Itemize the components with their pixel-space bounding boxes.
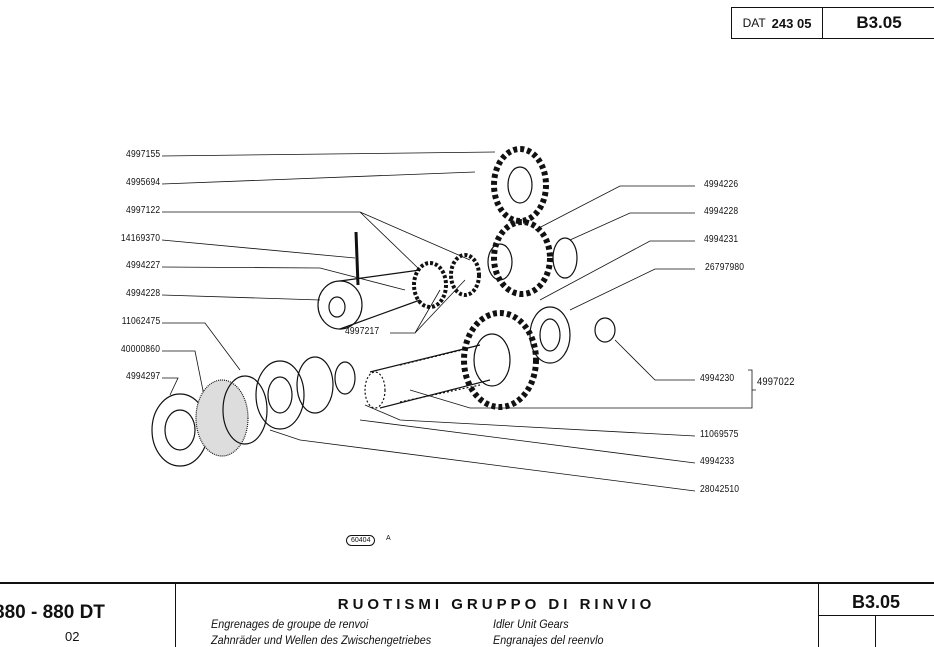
group-label: 4997022 (757, 376, 795, 388)
gear-middle (487, 219, 553, 297)
leader-lines (161, 151, 756, 492)
dat-prefix: DAT (742, 16, 766, 30)
translation-fr: Engrenages de groupe de renvoi (211, 617, 369, 631)
part-label: 4994228 (704, 206, 739, 217)
exploded-drawing (151, 146, 756, 492)
footer-code: B3.05 (851, 592, 901, 612)
divider (175, 584, 176, 647)
figure-reference-suffix: A (386, 535, 391, 542)
part-label: 11069575 (700, 429, 739, 440)
part-label: 4997217 (345, 326, 380, 337)
model-name: 880 - 880 DT (0, 602, 105, 623)
gear-large (461, 310, 539, 410)
part-label: 14169370 (120, 233, 160, 244)
model-sub: 02 (65, 629, 80, 644)
divider (875, 615, 876, 647)
header-box: DAT 243 05 B3.05 (731, 7, 934, 39)
part-label: 4994230 (700, 373, 735, 384)
divider (818, 615, 934, 616)
main-shaft (364, 344, 491, 409)
part-label: 4997155 (125, 149, 160, 160)
gear-top (491, 146, 549, 224)
part-label: 4997122 (125, 205, 160, 216)
part-label: 4994227 (125, 260, 160, 271)
part-label: 4994228 (125, 288, 160, 299)
part-label: 28042510 (700, 484, 740, 495)
bearings (151, 231, 616, 467)
translation-en: Idler Unit Gears (493, 617, 569, 631)
part-label: 11062475 (121, 316, 160, 327)
part-label: 4995694 (125, 177, 160, 188)
dat-reference: DAT 243 05 (732, 8, 823, 38)
part-label: 4994226 (704, 179, 739, 190)
part-label: 40000860 (120, 344, 160, 355)
figure-reference: 60404 (346, 535, 376, 546)
part-label: 4994233 (700, 456, 735, 467)
part-label: 4994297 (125, 371, 160, 382)
section-title: RUOTISMI GRUPPO DI RINVIO (337, 596, 656, 613)
page-code: B3.05 (856, 13, 902, 32)
dat-number: 243 05 (771, 15, 812, 31)
part-label: 26797980 (705, 262, 745, 273)
title-block: 880 - 880 DT 02 RUOTISMI GRUPPO DI RINVI… (0, 582, 934, 647)
part-label: 4994231 (704, 234, 739, 245)
translation-es: Engranajes del reenvlo (493, 633, 604, 647)
translation-de: Zahnräder und Wellen des Zwischengetrieb… (211, 633, 432, 647)
